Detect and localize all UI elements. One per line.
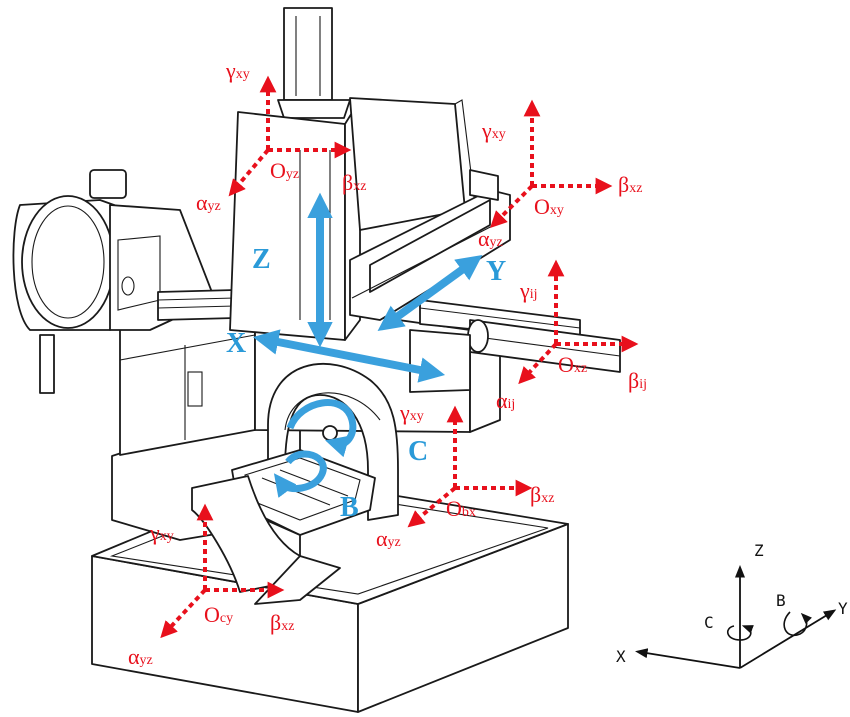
triad-b-label: B [776,591,786,610]
frame-bx-alpha-label: αyz [376,526,401,551]
frame-xz: γij Oxz βij αij [496,259,647,413]
frame-xz-origin-label: Oxz [558,352,587,377]
frame-bx-beta-label: βxz [530,482,554,507]
b-axis-label: B [340,492,359,523]
side-motor [12,169,216,394]
reference-triad: Z X Y C B [616,541,848,669]
frame-xy-gamma-label: γxy [481,118,506,143]
frame-yz-gamma-label: γxy [225,58,250,83]
triad-x-label: X [616,647,626,666]
machine-drawing [12,7,621,713]
triad-z-label: Z [754,541,764,560]
b-rotation-arrow [273,450,327,498]
frame-cy-gamma-label: γxy [149,520,174,545]
frame-yz: γxy Oyz βxz αyz [196,58,366,215]
triad-c-label: C [704,613,714,632]
z-axis-label: Z [252,244,271,275]
frame-cy-alpha-label: αyz [128,644,153,669]
x-axis-label: X [226,328,246,359]
frame-bx-gamma-label: γxy [399,400,424,425]
c-axis-label: C [408,436,428,467]
frame-cy: γxy Ocy βxz αyz [128,503,294,669]
frame-cy-origin-label: Ocy [204,602,233,627]
x-axis-arrow [252,329,446,383]
frame-xy-origin-label: Oxy [534,194,564,219]
frame-yz-alpha-label: αyz [196,190,221,215]
y-axis-arrow [377,254,483,332]
motion-axes: Z X Y C B [226,192,506,523]
frame-bx: γxy Obx βxz αyz [376,400,554,551]
frame-xz-alpha-label: αij [496,388,515,413]
frame-bx-origin-label: Obx [446,496,476,521]
frame-xy-beta-label: βxz [618,172,642,197]
frame-yz-origin-label: Oyz [270,158,299,183]
c-rotation-arrow [286,399,357,458]
frame-xz-gamma-label: γij [519,278,538,303]
frame-yz-beta-label: βxz [342,170,366,195]
triad-y-label: Y [838,599,848,618]
frame-xy: γxy Oxy βxz αyz [478,99,642,251]
frame-xz-beta-label: βij [628,368,647,393]
frame-xy-alpha-label: αyz [478,226,503,251]
y-axis-label: Y [486,256,506,287]
frame-cy-beta-label: βxz [270,610,294,635]
